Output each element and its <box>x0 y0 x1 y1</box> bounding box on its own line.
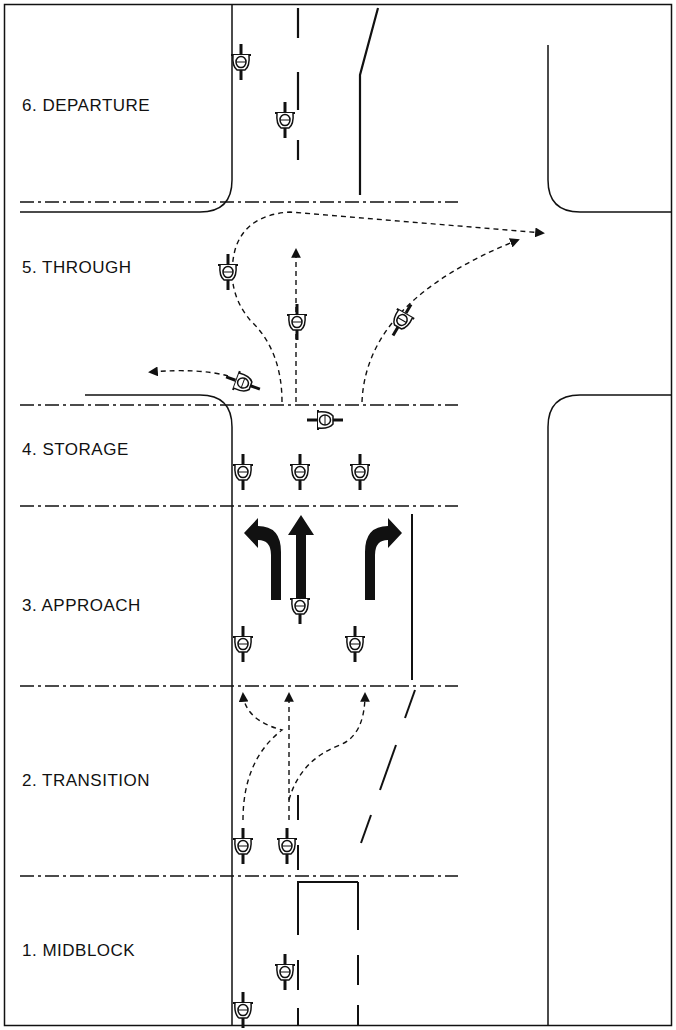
zone-label: 1. MIDBLOCK <box>20 941 137 961</box>
zone-label: 6. DEPARTURE <box>20 96 152 116</box>
zone-label: 2. TRANSITION <box>20 771 152 791</box>
zone-label: 5. THROUGH <box>20 258 134 278</box>
zone-label: 4. STORAGE <box>20 440 131 460</box>
cyclist-icons <box>218 44 420 1028</box>
zone-label: 3. APPROACH <box>20 596 143 616</box>
